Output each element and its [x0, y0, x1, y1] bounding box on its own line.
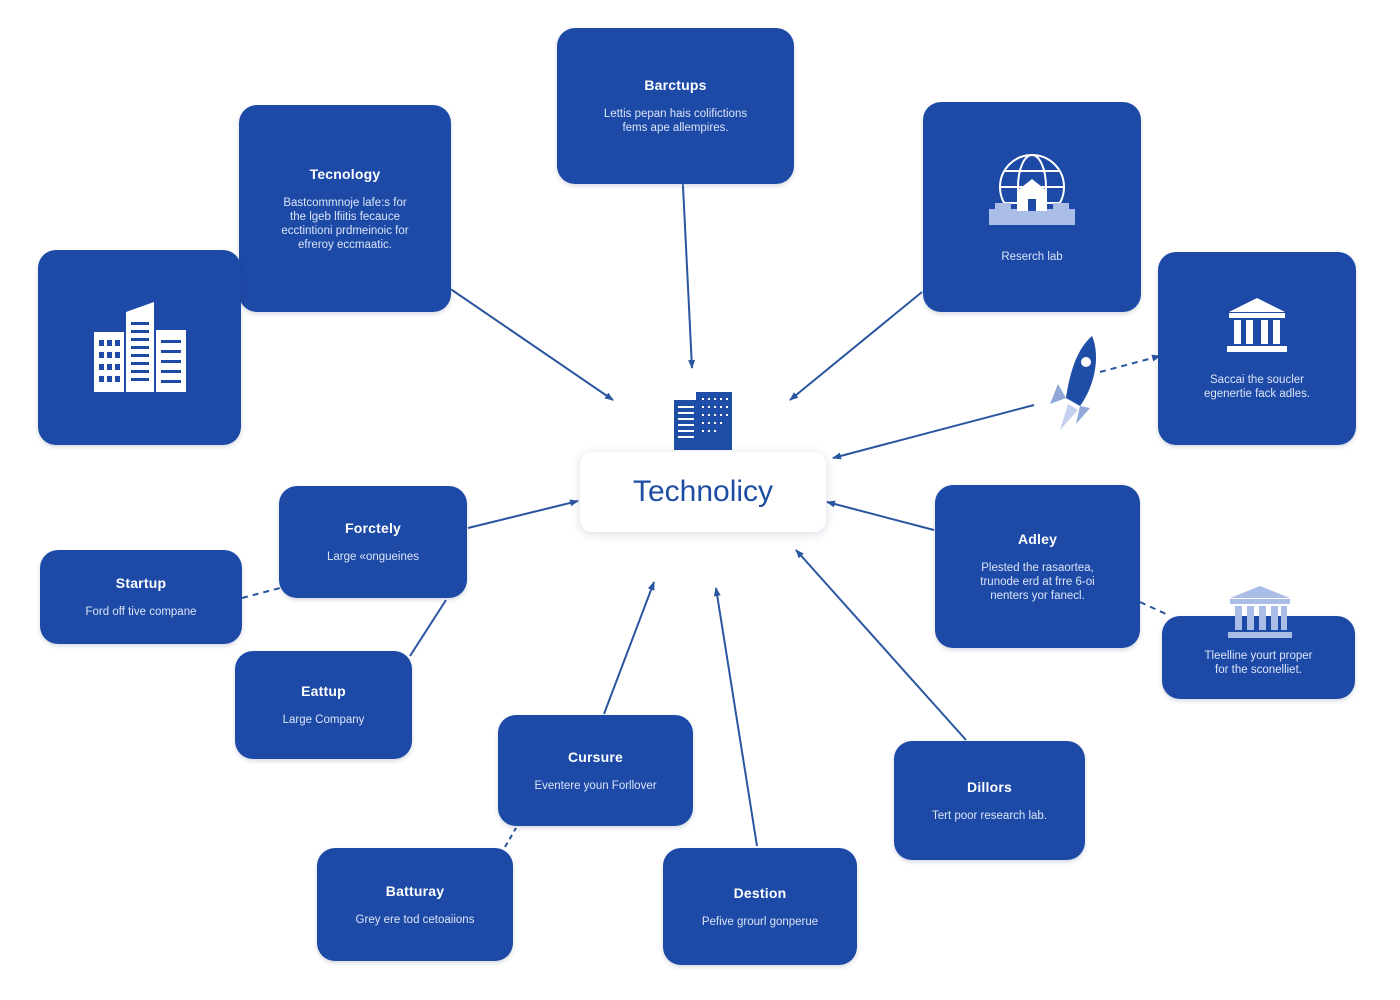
node-description: Reserch lab [1001, 250, 1063, 263]
node-description: Saccai the soucler egenertie fack adles. [1203, 374, 1311, 400]
node-title: Destion [733, 884, 787, 901]
node-title: Startup [115, 575, 167, 591]
server-rack-icon [674, 392, 732, 450]
center-node[interactable]: Technolicy [580, 452, 826, 532]
node-destion[interactable]: Destion Pefive grourl gonperue [663, 848, 857, 965]
node-tecnology[interactable]: Tecnology Bastcommnoje lafe:s for the lg… [239, 105, 451, 312]
node-eattup[interactable]: Eattup Large Company [235, 651, 412, 759]
node-title: Eattup [301, 683, 346, 699]
node-description: Pefive grourl gonperue [701, 915, 819, 928]
node-cursure[interactable]: Cursure Eventere youn Forllover [498, 715, 693, 826]
globe-building-icon [989, 153, 1075, 225]
node-title: Dillors [967, 778, 1012, 795]
link-batturay-cursure [504, 827, 517, 848]
link-destion-center [713, 587, 758, 847]
node-startup[interactable]: Startup Ford off tive compane [40, 550, 242, 644]
node-saccai[interactable]: Saccai the soucler egenertie fack adles. [1158, 252, 1356, 445]
node-description: Large «ongueines [326, 551, 420, 563]
node-adley[interactable]: Adley Plested the rasaortea, trunode erd… [935, 485, 1140, 648]
node-description: Large Company [282, 714, 365, 726]
node-description: Tert poor research lab. [931, 809, 1048, 822]
node-description: Tleelline yourt proper for the sconellie… [1204, 650, 1313, 676]
link-barctups-center [679, 177, 696, 369]
rocket-icon [1050, 336, 1096, 430]
link-startup-forctely [241, 587, 281, 599]
node-dillors[interactable]: Dillors Tert poor research lab. [894, 741, 1085, 860]
link-cursure-center [603, 581, 655, 715]
node-barctups[interactable]: Barctups Lettis pepan hais colifictions … [557, 28, 794, 184]
office-buildings-icon [93, 301, 186, 392]
link-tecnology-center [443, 282, 614, 401]
node-forctely[interactable]: Forctely Large «ongueines [279, 486, 467, 598]
node-batturay[interactable]: Batturay Grey ere tod cetoaiions [317, 848, 513, 961]
node-description: Lettis pepan hais colifictions fems ape … [603, 108, 748, 134]
link-forctely-center [467, 499, 579, 529]
center-title: Technolicy [632, 475, 774, 508]
link-adley-center [826, 500, 935, 531]
node-description: Grey ere tod cetoaiions [355, 913, 475, 926]
node-tleelline[interactable]: Tleelline yourt proper for the sconellie… [1162, 616, 1355, 699]
node-title: Barctups [644, 77, 707, 93]
node-title: Cursure [567, 748, 624, 765]
node-description: Eventere youn Forllover [534, 779, 657, 792]
link-forctely-eattup [409, 599, 447, 657]
node-description: Bastcommnoje lafe:s for the lgeb lfiitis… [281, 196, 409, 251]
node-title: Tecnology [309, 165, 381, 182]
node-buildings[interactable] [38, 250, 241, 445]
link-research-center [789, 291, 923, 401]
node-title: Batturay [385, 882, 445, 899]
link-rocket-saccai [1099, 354, 1161, 373]
node-title: Adley [1017, 530, 1058, 547]
node-research-lab[interactable]: Reserch lab [923, 102, 1141, 312]
institution-icon [1228, 586, 1292, 638]
node-title: Forctely [344, 520, 402, 536]
bank-columns-icon [1227, 298, 1287, 352]
link-adley-tleelline [1139, 601, 1167, 615]
link-rocket-center [832, 404, 1035, 460]
node-description: Ford off tive compane [85, 606, 197, 618]
node-description: Plested the rasaortea, trunode erd at fr… [980, 561, 1095, 602]
